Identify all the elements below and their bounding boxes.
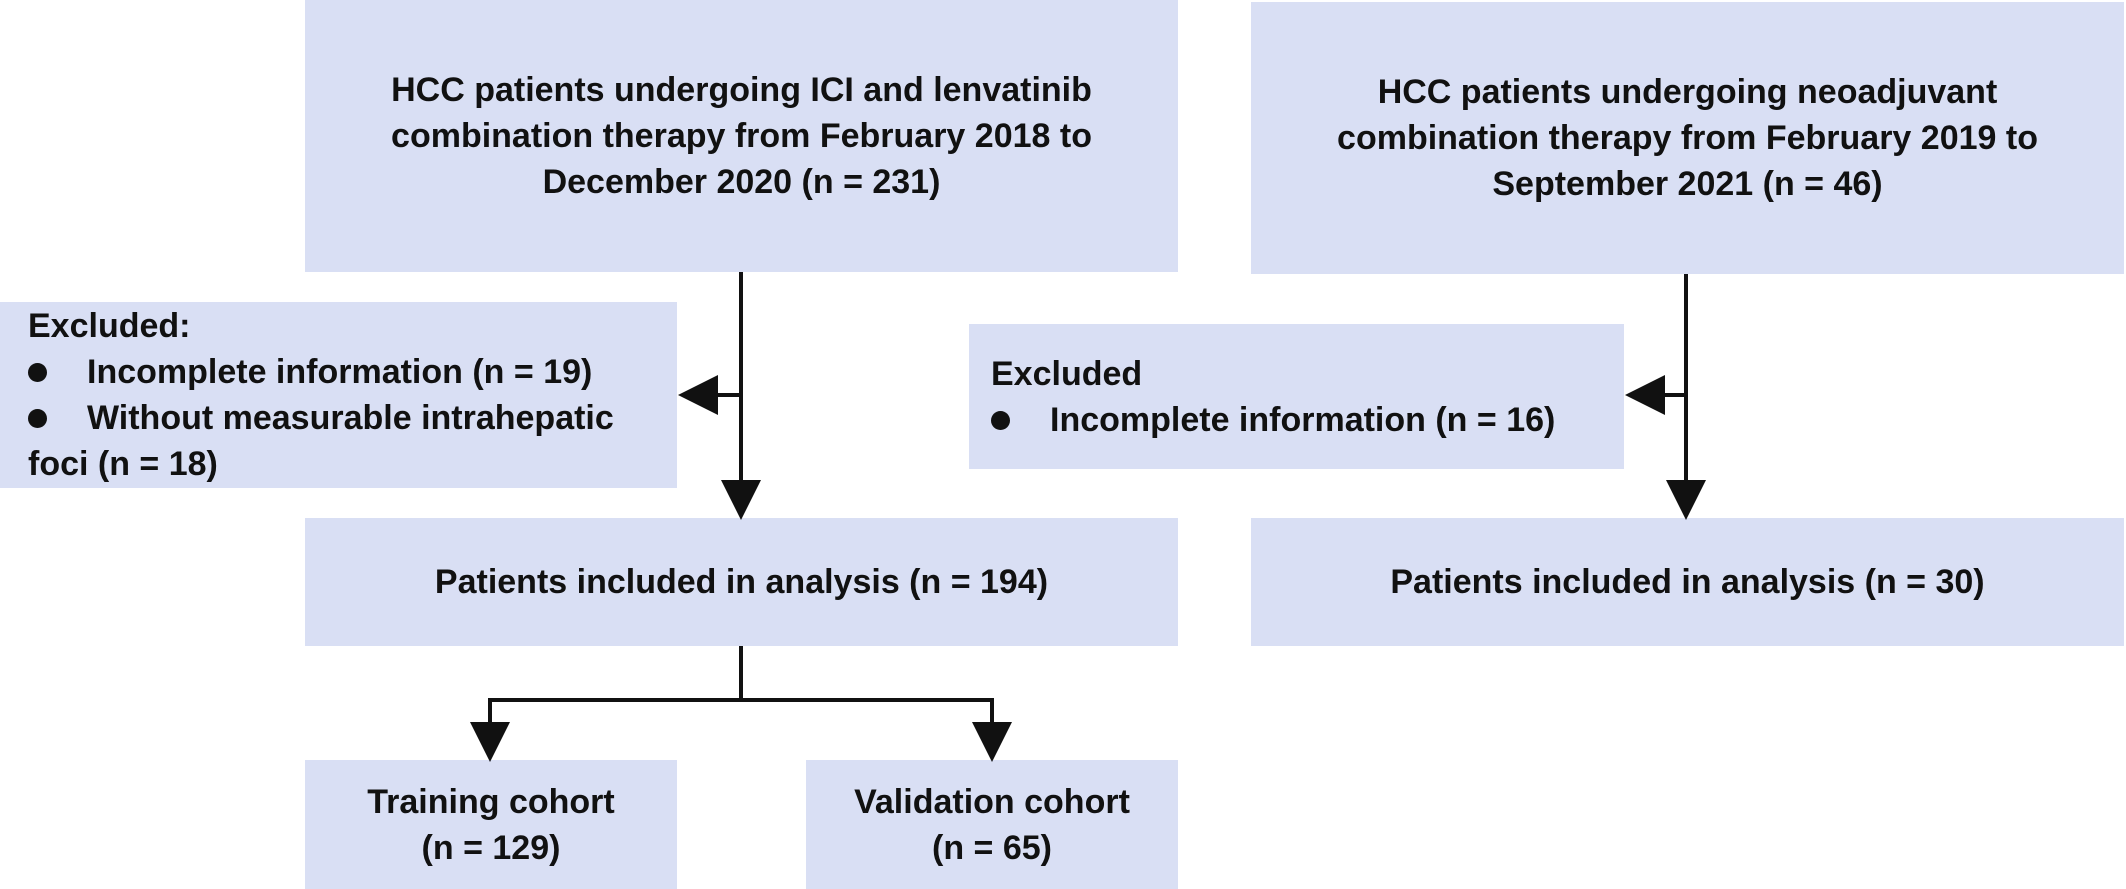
left-excluded-title: Excluded: — [28, 307, 191, 345]
training-cohort-box: Training cohort (n = 129) — [305, 760, 677, 889]
left-included-text: Patients included in analysis (n = 194) — [434, 563, 1049, 601]
right-source-line-2: combination therapy from February 2019 t… — [1337, 119, 2038, 157]
right-excluded-title: Excluded — [991, 354, 1143, 393]
bullet-icon — [28, 409, 47, 428]
left-source-line-1: HCC patients undergoing ICI and lenvatin… — [391, 71, 1092, 109]
right-excluded-box: Excluded Incomplete information (n = 16) — [969, 324, 1624, 469]
left-included-box: Patients included in analysis (n = 194) — [305, 518, 1178, 646]
left-excluded-item-2-text-line-1: Without measurable intrahepatic — [87, 399, 614, 437]
left-excluded-item-1: Incomplete information (n = 19) — [28, 349, 592, 395]
left-excluded-item-2: Without measurable intrahepatic foci (n … — [28, 395, 614, 487]
right-excluded-item-1: Incomplete information (n = 16) — [991, 397, 1555, 443]
validation-cohort-box: Validation cohort (n = 65) — [806, 760, 1178, 889]
right-source-line-3: September 2021 (n = 46) — [1492, 165, 1883, 203]
validation-cohort-count: (n = 65) — [932, 828, 1052, 867]
training-cohort-label: Training cohort — [367, 782, 615, 821]
right-included-box: Patients included in analysis (n = 30) — [1251, 518, 2124, 646]
left-excluded-item-2-text-line-2: foci (n = 18) — [28, 445, 218, 483]
training-cohort-count: (n = 129) — [421, 828, 561, 867]
right-included-text: Patients included in analysis (n = 30) — [1390, 563, 1985, 601]
left-source-box: HCC patients undergoing ICI and lenvatin… — [305, 0, 1178, 272]
left-source-line-2: combination therapy from February 2018 t… — [391, 117, 1092, 155]
left-excluded-item-1-text: Incomplete information (n = 19) — [87, 353, 593, 391]
right-source-box: HCC patients undergoing neoadjuvant comb… — [1251, 2, 2124, 274]
bullet-icon — [991, 410, 1010, 430]
left-source-line-3: December 2020 (n = 231) — [542, 163, 941, 201]
left-excluded-box: Excluded: Incomplete information (n = 19… — [0, 302, 677, 488]
right-source-line-1: HCC patients undergoing neoadjuvant — [1377, 73, 1998, 111]
right-excluded-item-1-text: Incomplete information (n = 16) — [1050, 400, 1556, 439]
bullet-icon — [28, 363, 47, 382]
validation-cohort-label: Validation cohort — [854, 782, 1130, 821]
